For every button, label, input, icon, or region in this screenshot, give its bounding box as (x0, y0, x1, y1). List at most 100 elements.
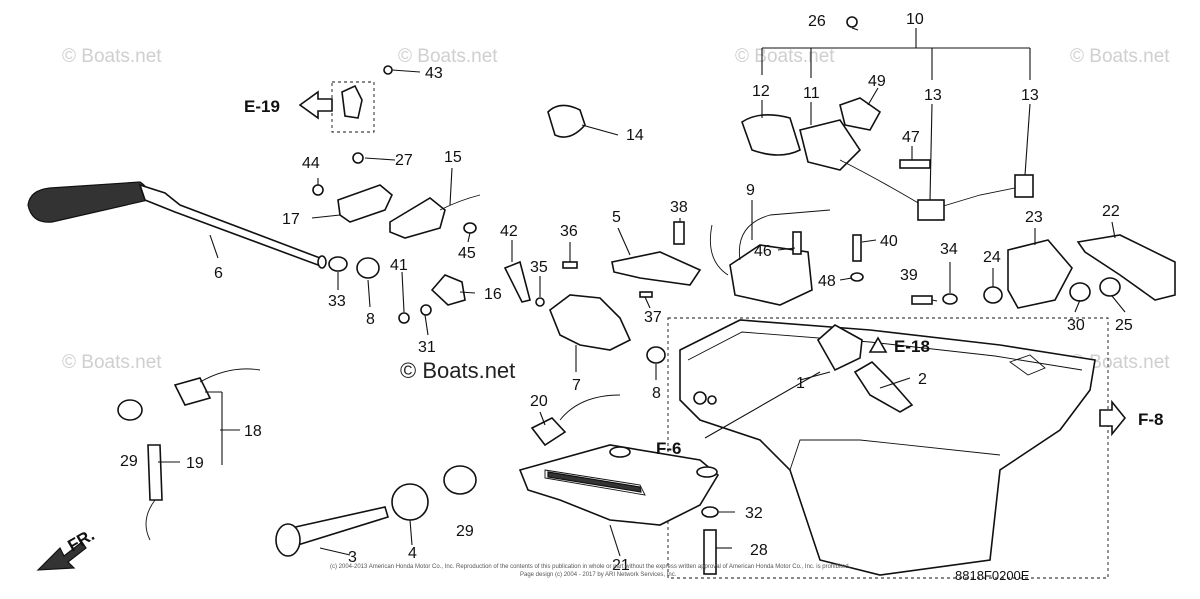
callout-24: 24 (983, 249, 1001, 266)
bracket-49 (839, 97, 882, 131)
washer-32 (701, 506, 719, 518)
callout-21: 21 (612, 557, 630, 574)
collar-8 (356, 257, 380, 279)
stop-switch-18 (173, 377, 212, 406)
bolt-27 (352, 152, 364, 164)
watermark-text: © Boats.net (398, 46, 498, 67)
washer-33 (328, 256, 348, 272)
bolt-41 (398, 312, 410, 324)
callout-11: 11 (803, 85, 820, 102)
copyright-line-2: Page design (c) 2004 - 2017 by ARI Netwo… (520, 572, 677, 578)
callout-29-b: 29 (456, 523, 474, 540)
bolt-26 (846, 16, 858, 28)
callout-36: 36 (560, 223, 578, 240)
callout-8-b: 8 (652, 385, 661, 402)
switch-20-wire (559, 394, 621, 421)
callout-13-b: 13 (1021, 87, 1039, 104)
clip-43 (341, 84, 363, 119)
bracket-1 (816, 324, 863, 372)
bolt-28 (703, 529, 717, 575)
callout-32: 32 (745, 505, 763, 522)
housing-dash-box (667, 317, 1109, 579)
bolt-3-head (275, 523, 301, 557)
callout-18: 18 (244, 423, 262, 440)
callout-12: 12 (752, 83, 770, 100)
callout-8-a: 8 (366, 311, 375, 328)
arrow-f8-icon (1099, 399, 1127, 437)
callout-3: 3 (348, 549, 357, 566)
callout-1: 1 (796, 375, 805, 392)
footer: (c) 2004-2013 American Honda Motor Co., … (330, 564, 1030, 583)
lower-cover-housing (679, 319, 1096, 576)
collar-24 (983, 286, 1003, 304)
leader-lines (158, 27, 1126, 557)
callout-30: 30 (1067, 317, 1085, 334)
grommet-29 (117, 399, 143, 421)
callout-5: 5 (612, 209, 621, 226)
stop-switch-wire (199, 368, 261, 383)
callout-35: 35 (530, 259, 548, 276)
callout-19: 19 (186, 455, 204, 472)
callout-43: 43 (425, 65, 443, 82)
callout-28: 28 (750, 542, 768, 559)
arrow-e19-icon (298, 90, 333, 120)
callout-48: 48 (818, 273, 836, 290)
callout-41: 41 (390, 257, 408, 274)
callout-34: 34 (940, 241, 958, 258)
watermarks: © Boats.net © Boats.net © Boats.net © Bo… (62, 46, 1170, 383)
callout-47: 47 (902, 129, 920, 146)
washer-30 (1069, 282, 1091, 302)
unit-11 (799, 119, 862, 171)
collar-25 (1099, 277, 1121, 297)
watermark-text: © Boats.net (62, 352, 162, 373)
grip-handle (518, 444, 720, 526)
collar-8b (646, 346, 666, 364)
callout-26: 26 (808, 13, 826, 30)
switch-15 (389, 197, 446, 239)
ref-f8[interactable]: F-8 (1138, 410, 1164, 429)
callout-2: 2 (918, 371, 927, 388)
callout-20: 20 (530, 393, 548, 410)
callout-4: 4 (408, 545, 417, 562)
callout-40: 40 (880, 233, 898, 250)
callout-17: 17 (282, 211, 300, 228)
unit-12 (741, 114, 801, 156)
watermark-text: © Boats.net (62, 46, 162, 67)
lanyard-19 (147, 444, 163, 501)
coupler-13 (1014, 174, 1034, 198)
bolt-40 (852, 234, 862, 262)
ref-front: FR. (65, 525, 98, 555)
callout-42: 42 (500, 223, 518, 240)
watermark-center: © Boats.net (400, 358, 515, 383)
ref-e18[interactable]: E-18 (894, 337, 930, 356)
ref-f6[interactable]: F-6 (656, 439, 682, 458)
callout-49: 49 (868, 73, 886, 90)
callout-46: 46 (754, 243, 772, 260)
pin-37 (639, 291, 653, 298)
watermark-text: © Boats.net (1070, 46, 1170, 67)
arm-22 (1076, 234, 1176, 301)
copyright-line-1: (c) 2004-2013 American Honda Motor Co., … (330, 564, 851, 570)
bolt-43 (383, 65, 393, 75)
watermark-text: © Boats.net (735, 46, 835, 67)
bolt-44 (312, 184, 324, 196)
callout-38: 38 (670, 199, 688, 216)
arm-23 (1007, 239, 1073, 309)
grommet-29b (443, 465, 477, 495)
ref-e19[interactable]: E-19 (244, 97, 280, 116)
lanyard-cord (145, 499, 156, 541)
switch-wire (439, 194, 481, 211)
washer-35 (535, 297, 545, 307)
callout-15: 15 (444, 149, 462, 166)
switch-20 (530, 417, 567, 447)
fuse-47 (899, 159, 931, 169)
bracket-17 (337, 184, 393, 223)
callout-33: 33 (328, 293, 346, 310)
callout-44: 44 (302, 155, 320, 172)
callout-29-a: 29 (120, 453, 138, 470)
tiller-handle (27, 181, 327, 269)
nut-45 (463, 222, 477, 234)
regulator-9 (729, 244, 813, 306)
